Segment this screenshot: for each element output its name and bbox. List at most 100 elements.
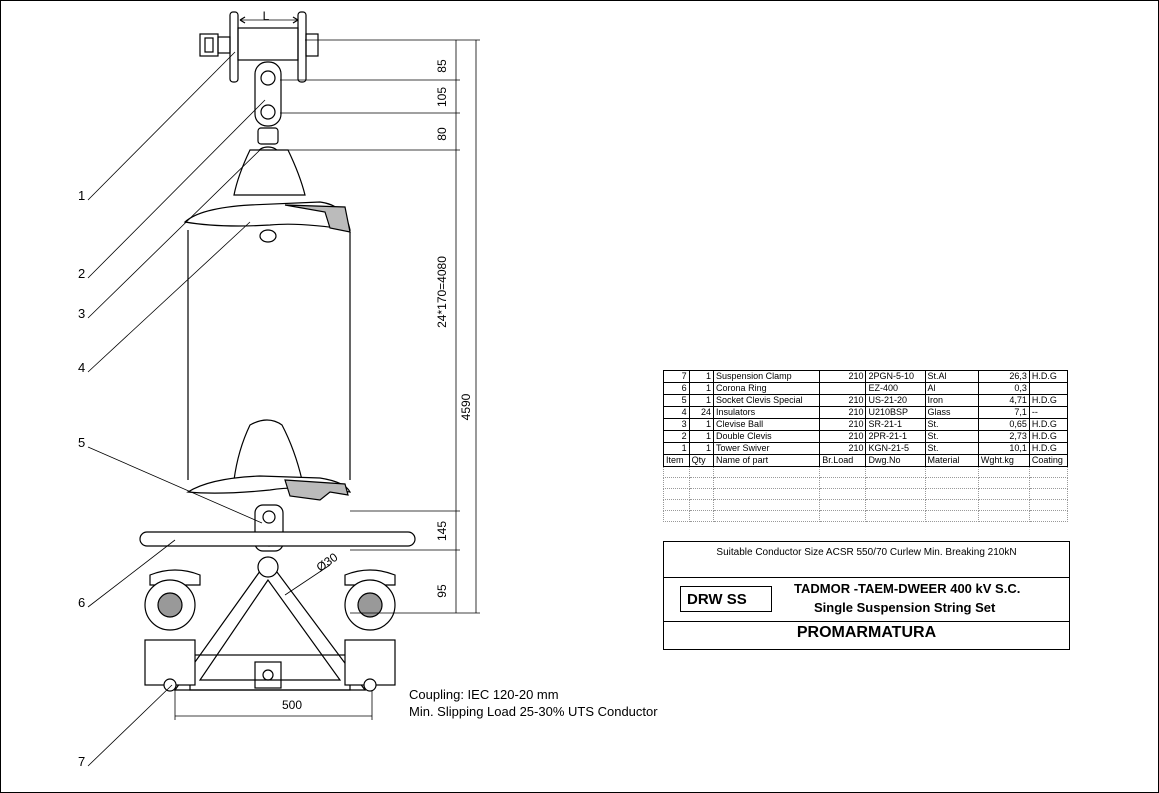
cell-weight: 0,65 (977, 418, 1030, 431)
dim-4080: 24*170=4080 (435, 256, 449, 328)
cell-weight (977, 510, 1030, 522)
cell-load: 210 (819, 394, 867, 407)
cell-dwg (865, 499, 926, 511)
cell-dwg: US-21-20 (865, 394, 926, 407)
dim-500: 500 (282, 698, 302, 712)
insulator-top (183, 149, 351, 243)
cell-coating: H.D.G (1028, 430, 1069, 443)
cell-item: 4 (663, 406, 690, 419)
cell-load: 210 (819, 430, 867, 443)
cell-material (924, 499, 979, 511)
dim-L: L (263, 9, 270, 23)
dim-85: 85 (435, 59, 449, 73)
cell-load: 210 (819, 370, 867, 383)
cell-coating: -- (1028, 406, 1069, 419)
cell-item: Item (663, 454, 690, 467)
cell-name: Suspension Clamp (713, 370, 821, 383)
cell-name: Tower Swiver (713, 442, 821, 455)
cell-name: Clevise Ball (713, 418, 821, 431)
cell-weight: 2,73 (977, 430, 1030, 443)
cell-dwg (865, 488, 926, 500)
cell-coating (1028, 499, 1069, 511)
dim-80: 80 (435, 127, 449, 141)
cell-material: St. (924, 442, 979, 455)
cell-qty: 1 (688, 382, 715, 395)
cell-item (663, 477, 690, 489)
leader-lines (87, 51, 266, 767)
cell-load: Br.Load (819, 454, 867, 467)
cell-coating (1028, 510, 1069, 522)
cell-weight: 10,1 (977, 442, 1030, 455)
conductor-note: Suitable Conductor Size ACSR 550/70 Curl… (664, 542, 1069, 578)
cell-item: 7 (663, 370, 690, 383)
dim-d30: Ø30 (314, 550, 341, 575)
title-middle: DRW SS TADMOR -TAEM-DWEER 400 kV S.C. Si… (664, 577, 1069, 622)
title-block: Suitable Conductor Size ACSR 550/70 Curl… (663, 541, 1070, 650)
company-name: PROMARMATURA (796, 624, 937, 641)
cell-qty: 1 (688, 430, 715, 443)
cell-name (713, 499, 821, 511)
cell-qty (688, 499, 715, 511)
cell-dwg: KGN-21-5 (865, 442, 926, 455)
dim-95: 95 (435, 584, 449, 598)
cell-dwg (865, 477, 926, 489)
cell-load (819, 382, 867, 395)
dim-145: 145 (435, 521, 449, 541)
cell-item: 6 (663, 382, 690, 395)
callout-3: 3 (78, 306, 85, 321)
callout-2: 2 (78, 266, 85, 281)
callout-7: 7 (78, 754, 85, 769)
cell-weight: Wght.kg (977, 454, 1030, 467)
callout-1: 1 (78, 188, 85, 203)
suspension-clamp-right (344, 569, 396, 692)
cell-load (819, 510, 867, 522)
cell-coating: H.D.G (1028, 370, 1069, 383)
cell-item (663, 466, 690, 478)
cell-item: 5 (663, 394, 690, 407)
insulator-string (187, 230, 351, 480)
cell-item: 1 (663, 442, 690, 455)
cell-name (713, 466, 821, 478)
cell-dwg: Dwg.No (865, 454, 926, 467)
cell-material: St. (924, 418, 979, 431)
title-line-2: Single Suspension String Set (814, 600, 996, 615)
cell-coating: H.D.G (1028, 442, 1069, 455)
cell-material (924, 477, 979, 489)
cell-load: 210 (819, 418, 867, 431)
drawing-number: DRW SS (680, 586, 772, 612)
callout-6: 6 (78, 595, 85, 610)
cell-coating: H.D.G (1028, 418, 1069, 431)
cell-item (663, 499, 690, 511)
cell-qty: 1 (688, 442, 715, 455)
suspension-clamp-left (144, 569, 201, 692)
cell-weight: 4,71 (977, 394, 1030, 407)
cell-dwg: 2PGN-5-10 (865, 370, 926, 383)
cell-weight: 7,1 (977, 406, 1030, 419)
cell-qty (688, 510, 715, 522)
cell-coating: H.D.G (1028, 394, 1069, 407)
dimension-lines (174, 39, 480, 720)
cell-name: Insulators (713, 406, 821, 419)
cell-coating (1028, 466, 1069, 478)
cell-dwg: EZ-400 (865, 382, 926, 395)
cell-weight: 0,3 (977, 382, 1030, 395)
cell-weight (977, 466, 1030, 478)
cell-dwg: 2PR-21-1 (865, 430, 926, 443)
blank-row (663, 477, 1069, 489)
cell-weight (977, 499, 1030, 511)
blank-row (663, 510, 1069, 522)
callout-4: 4 (78, 360, 85, 375)
cell-qty: 1 (688, 394, 715, 407)
cell-qty: 1 (688, 370, 715, 383)
cell-qty (688, 488, 715, 500)
cell-load: 210 (819, 442, 867, 455)
cell-load (819, 499, 867, 511)
cell-item (663, 488, 690, 500)
